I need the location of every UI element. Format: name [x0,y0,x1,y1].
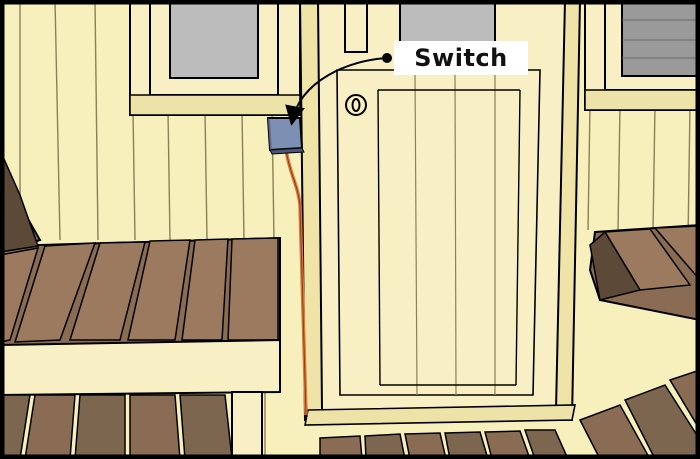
light-switch-icon [268,118,304,154]
left-window [130,0,300,115]
switch-callout-label: Switch [394,41,528,75]
door-handle-icon [346,95,366,115]
right-window [585,0,700,110]
